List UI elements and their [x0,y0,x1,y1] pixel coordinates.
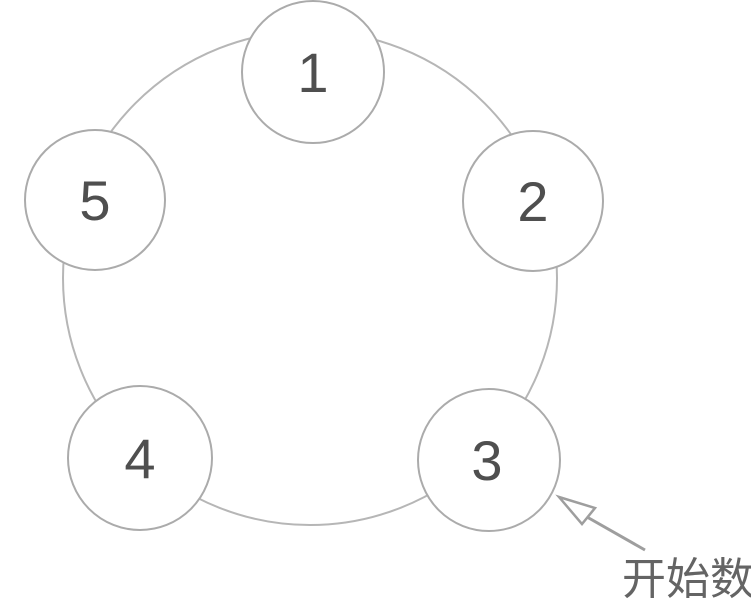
node-3-label: 3 [471,429,502,492]
node-5-circle [24,129,166,271]
start-annotation-label: 开始数 [622,555,751,603]
start-arrow-shaft [586,515,646,552]
node-4-circle [67,385,213,531]
node-1: 1 [241,0,385,144]
node-5: 5 [24,129,166,271]
node-3: 3 [417,388,561,532]
node-1-label: 1 [297,41,328,104]
node-1-circle [241,0,385,144]
node-2: 2 [462,130,604,272]
node-2-label: 2 [517,170,548,233]
node-2-circle [462,130,604,272]
start-arrow-head-icon [555,494,598,526]
node-4: 4 [67,385,213,531]
start-arrow [555,494,646,552]
node-4-label: 4 [124,427,155,490]
node-3-circle [417,388,561,532]
node-5-label: 5 [79,169,110,232]
